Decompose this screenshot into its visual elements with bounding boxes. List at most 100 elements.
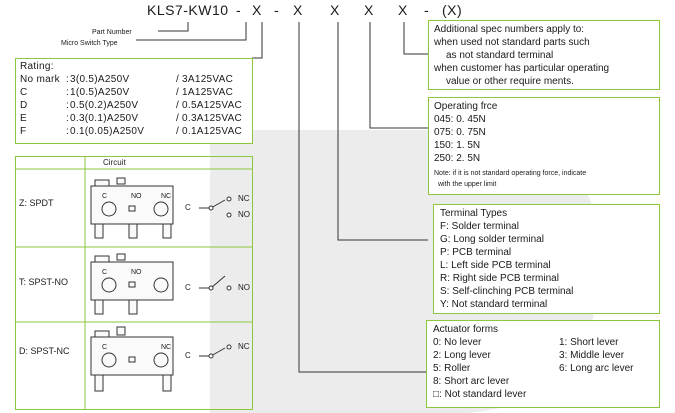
rating-box: Rating: No mark : 3(0.5)A250V / 3A125VAC… <box>15 58 253 144</box>
rating-sep: : <box>66 74 70 85</box>
circuit-grid <box>15 156 253 410</box>
rating-key: No mark <box>20 74 60 85</box>
rating-key: D <box>20 100 28 111</box>
terminal-type-row: P: PCB terminal <box>440 247 512 258</box>
part-code-sep-2: - <box>274 2 280 18</box>
part-code-x-3: X <box>330 2 340 18</box>
wiring-c-z: C <box>185 203 191 212</box>
actuator-right-row: 3: Middle lever <box>559 350 625 361</box>
additional-line: value or other require ments. <box>446 76 574 87</box>
wiring-c-d: C <box>185 351 191 360</box>
rating-row: D : 0.5(0.2)A250V / 0.5A125VAC <box>20 101 250 113</box>
part-code-sep-3: - <box>424 2 430 18</box>
rating-key: F <box>20 126 27 137</box>
operating-force-note-1: Note: if it is not standard operating fo… <box>434 170 587 177</box>
wiring-nc-z: NC <box>238 194 250 203</box>
pin-no-t: NO <box>131 269 142 276</box>
part-code-x-2: X <box>293 2 303 18</box>
operating-force-row: 075: 0. 75N <box>434 127 486 138</box>
actuator-right-row: 1: Short lever <box>559 337 619 348</box>
actuator-left-row: □: Not standard lever <box>433 389 527 400</box>
additional-line: when used not standard parts such <box>434 37 590 48</box>
pin-c-d: C <box>102 344 108 351</box>
pin-nc-z: NC <box>161 193 172 200</box>
operating-force-row: 045: 0. 45N <box>434 114 486 125</box>
rating-title: Rating: <box>20 61 54 72</box>
rating-sep: : <box>66 113 70 124</box>
rating-slash: / <box>176 100 180 111</box>
rating-value: 0.3(0.1)A250V <box>70 113 139 124</box>
circuit-label-d: D: SPST-NC <box>19 346 70 356</box>
rating-sep: : <box>66 126 70 137</box>
rating-vac: 0.1A125VAC <box>182 126 243 137</box>
pin-c-z: C <box>102 193 108 200</box>
rating-row: E : 0.3(0.1)A250V / 0.3A125VAC <box>20 114 250 126</box>
operating-force-row: 150: 1. 5N <box>434 140 481 151</box>
rating-value: 1(0.5)A250V <box>70 87 130 98</box>
part-code-x-1: X <box>252 2 262 18</box>
wiring-c-t: C <box>185 283 191 292</box>
switch-diagram-z <box>90 177 174 239</box>
wiring-t <box>199 275 232 291</box>
terminal-types-title: Terminal Types <box>440 208 508 219</box>
terminal-type-row: Y: Not standard terminal <box>440 299 548 310</box>
rating-vac: 0.3A125VAC <box>182 113 243 124</box>
rating-vac: 3A125VAC <box>182 74 234 85</box>
rating-slash: / <box>176 113 180 124</box>
wiring-z <box>199 196 232 218</box>
rating-row: No mark : 3(0.5)A250V / 3A125VAC <box>20 75 250 87</box>
rating-value: 0.5(0.2)A250V <box>70 100 139 111</box>
actuator-left-row: 8: Short arc lever <box>433 376 510 387</box>
part-code-paren-x: (X) <box>442 2 463 18</box>
circuit-label-t: T: SPST-NO <box>19 277 69 287</box>
operating-force-title: Operating frce <box>434 101 498 112</box>
rating-slash: / <box>176 87 180 98</box>
terminal-type-row: L: Left side PCB terminal <box>440 260 551 271</box>
operating-force-note-2: with the upper limit <box>438 181 497 188</box>
rating-sep: : <box>66 87 70 98</box>
actuator-forms-box: Actuator forms 0: No lever 2: Long lever… <box>426 320 660 408</box>
rating-value: 3(0.5)A250V <box>70 74 130 85</box>
actuator-left-row: 0: No lever <box>433 337 482 348</box>
rating-row: F : 0.1(0.05)A250V / 0.1A125VAC <box>20 127 250 139</box>
part-code-x-4: X <box>364 2 374 18</box>
part-code-x-5: X <box>398 2 408 18</box>
part-code-sep-1: - <box>236 2 242 18</box>
terminal-type-row: G: Long solder terminal <box>440 234 544 245</box>
switch-type-label: Micro Switch Type <box>61 40 118 47</box>
actuator-right-row: 6: Long arc lever <box>559 363 634 374</box>
pin-no-z: NO <box>131 193 142 200</box>
part-number-label: Part Number <box>92 29 132 36</box>
rating-row: C : 1(0.5)A250V / 1A125VAC <box>20 88 250 100</box>
wiring-d <box>199 344 232 359</box>
terminal-types-box: Terminal Types F: Solder terminal G: Lon… <box>433 204 660 314</box>
terminal-type-row: S: Self-clinching PCB terminal <box>440 286 574 297</box>
actuator-left-row: 2: Long lever <box>433 350 491 361</box>
actuator-forms-title: Actuator forms <box>433 324 499 335</box>
circuit-header: Circuit <box>103 158 126 167</box>
additional-line: when customer has particular operating <box>434 63 610 74</box>
wiring-no-t: NO <box>238 283 250 292</box>
rating-sep: : <box>66 100 70 111</box>
pin-c-t: C <box>102 269 108 276</box>
pin-nc-d: NC <box>161 344 172 351</box>
rating-vac: 0.5A125VAC <box>182 100 243 111</box>
circuit-label-z: Z: SPDT <box>19 198 54 208</box>
circuit-table: Circuit Z: SPDT C NO NC C NC NO T: SPST-… <box>15 156 253 410</box>
wiring-no-z: NO <box>238 210 250 219</box>
operating-force-box: Operating frce 045: 0. 45N 075: 0. 75N 1… <box>428 97 660 195</box>
rating-slash: / <box>176 74 180 85</box>
terminal-type-row: F: Solder terminal <box>440 221 519 232</box>
switch-diagram-d <box>90 326 174 392</box>
wiring-nc-d: NC <box>238 342 250 351</box>
rating-key: E <box>20 113 27 124</box>
rating-value: 0.1(0.05)A250V <box>70 126 145 137</box>
additional-spec-box: Additional spec numbers apply to: when u… <box>428 20 660 90</box>
actuator-left-row: 5: Roller <box>433 363 471 374</box>
additional-line: as not standard terminal <box>446 50 554 61</box>
part-code-prefix: KLS7-KW10 <box>147 2 229 18</box>
terminal-type-row: R: Right side PCB terminal <box>440 273 559 284</box>
rating-slash: / <box>176 126 180 137</box>
additional-line: Additional spec numbers apply to: <box>434 24 585 35</box>
